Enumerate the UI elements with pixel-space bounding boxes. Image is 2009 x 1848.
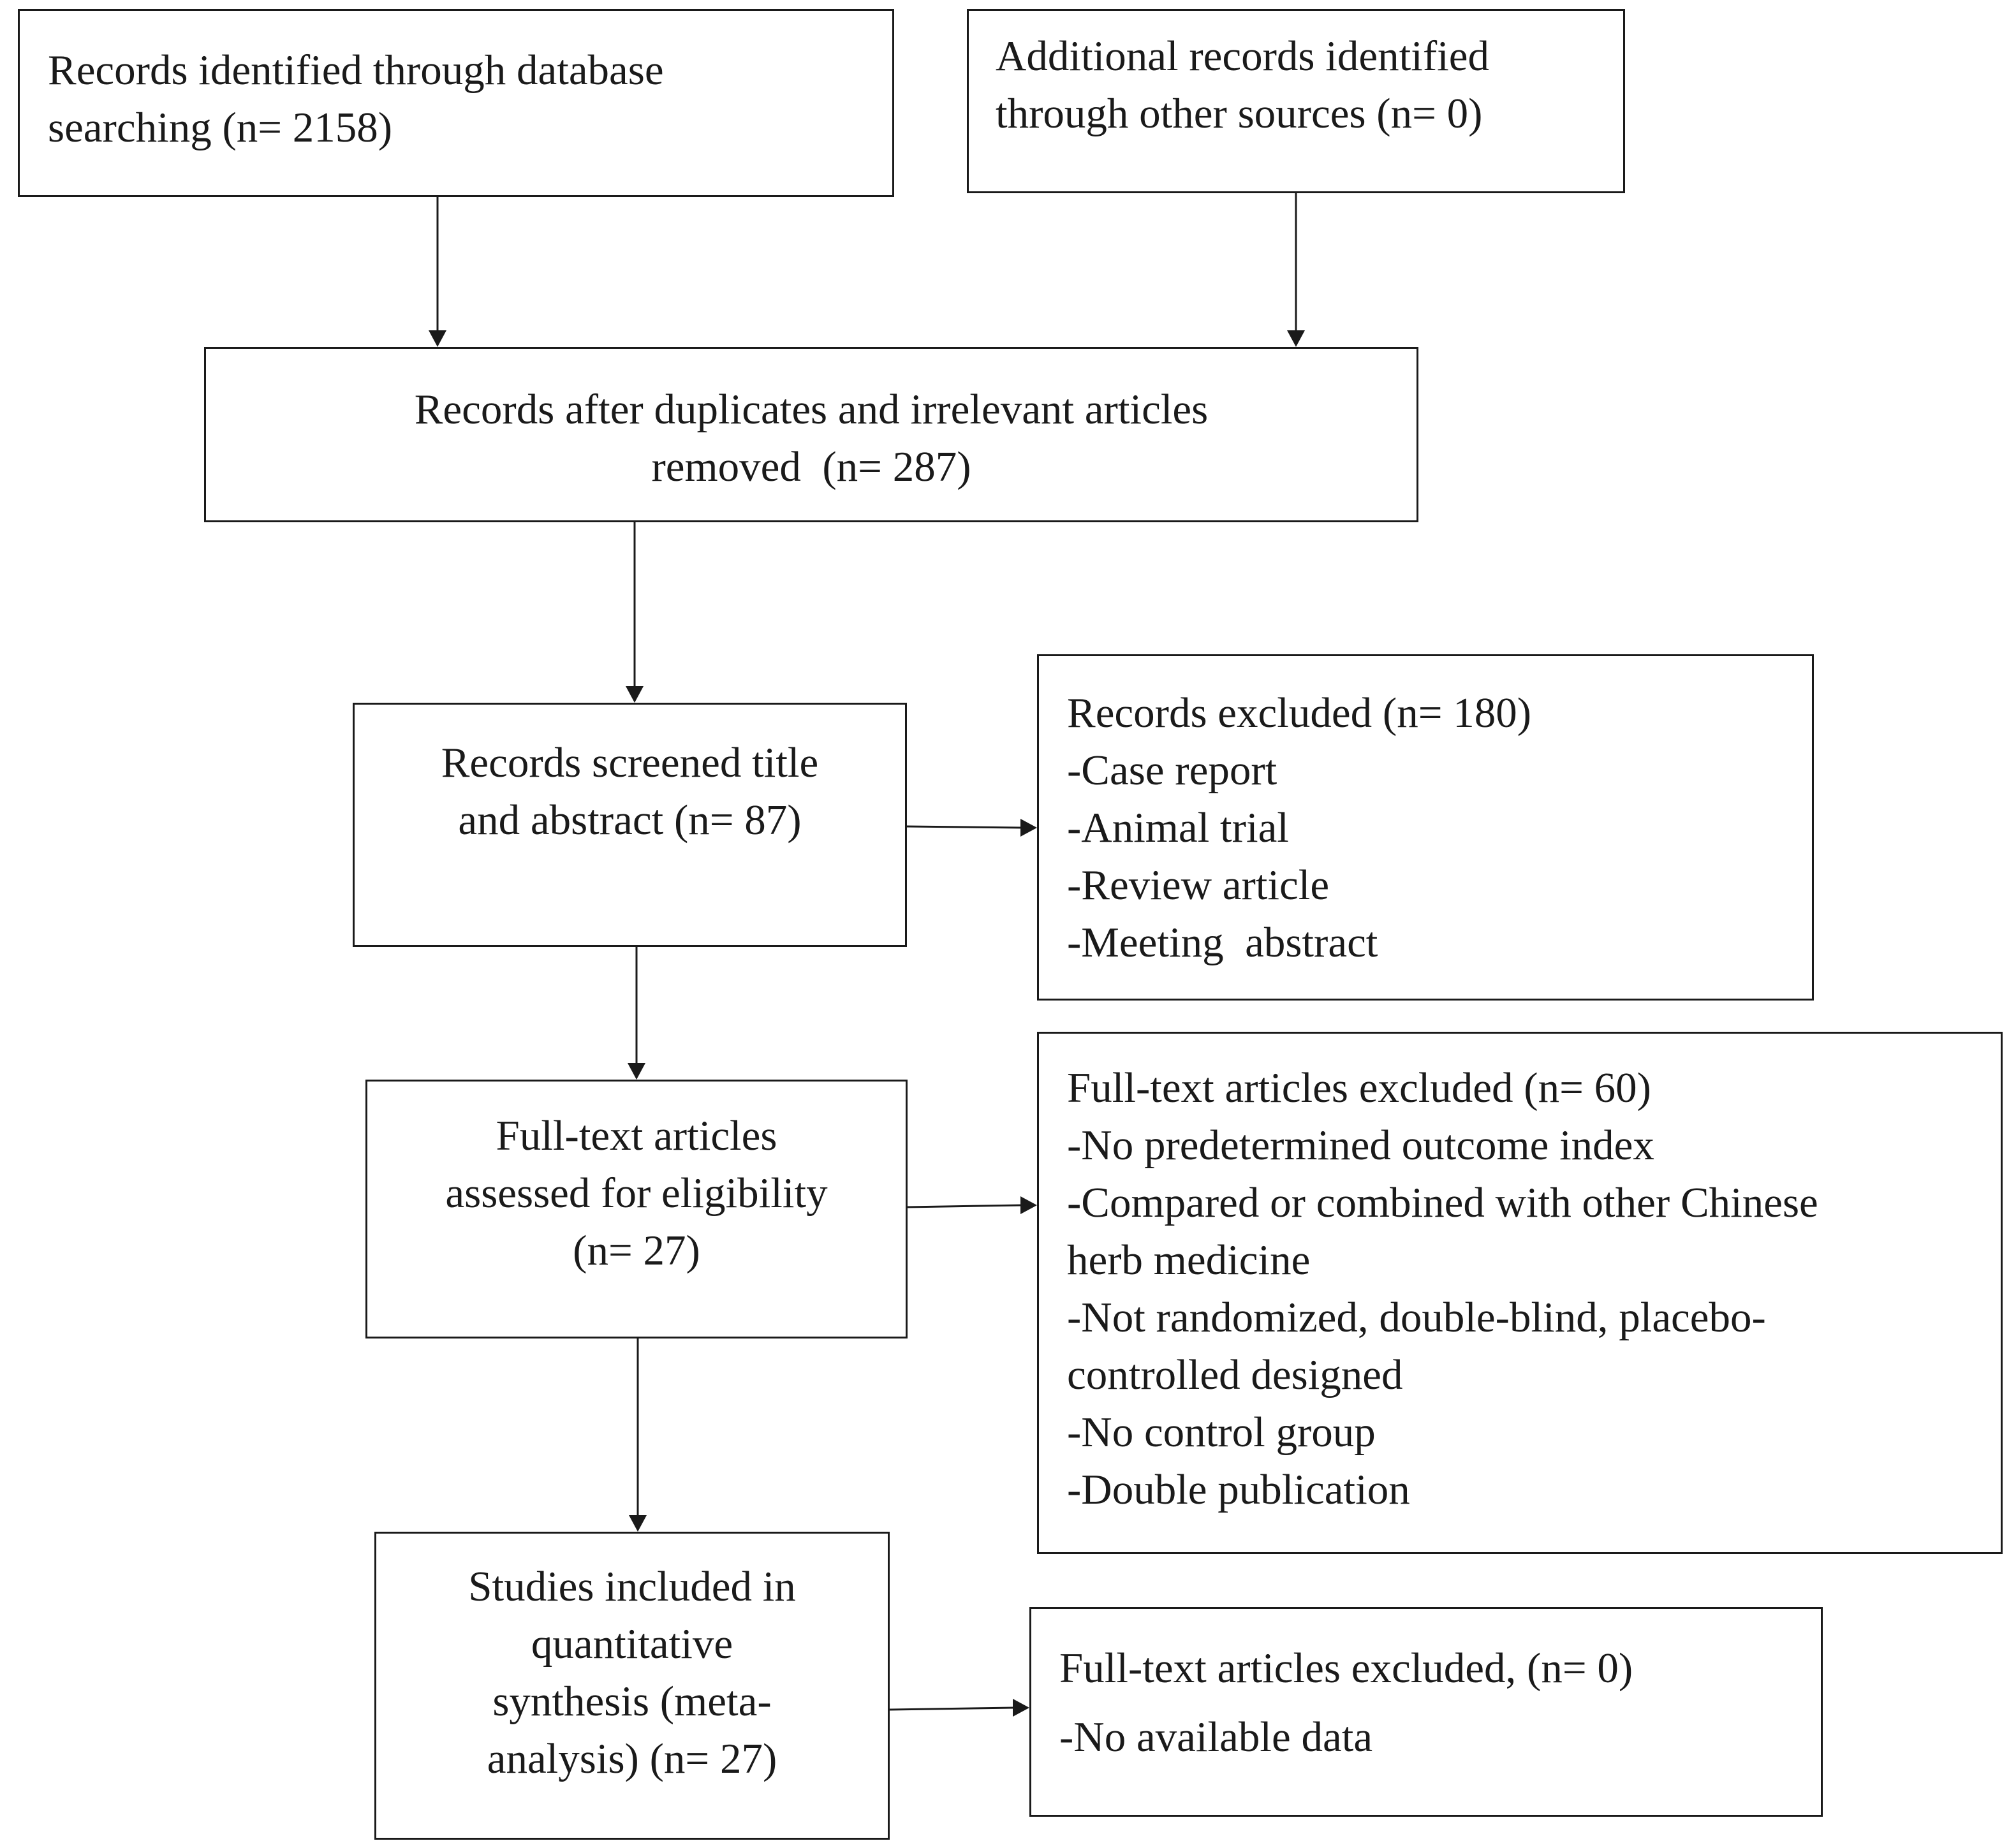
box-text-line: herb medicine bbox=[1067, 1236, 1311, 1284]
arrowhead-included-to-excluded-final bbox=[1013, 1699, 1029, 1717]
box-text-line: removed (n= 287) bbox=[651, 443, 971, 490]
box-text-line: Records identified through database bbox=[48, 47, 664, 94]
box-text-line: Records screened title bbox=[441, 739, 819, 786]
box-text-line: assessed for eligibility bbox=[445, 1170, 828, 1217]
box-after-duplicates: Records after duplicates and irrelevant … bbox=[204, 347, 1418, 522]
box-text-line: Full-text articles excluded, (n= 0) bbox=[1059, 1645, 1633, 1692]
box-text-line: -Animal trial bbox=[1067, 804, 1289, 851]
arrowhead-other-to-dedup bbox=[1287, 330, 1305, 347]
arrow-fulltext-to-excluded bbox=[907, 1204, 1022, 1208]
arrowhead-screened-to-excluded bbox=[1020, 819, 1037, 837]
box-text-line: (n= 27) bbox=[573, 1227, 700, 1274]
arrowhead-dedup-to-screened bbox=[626, 686, 644, 703]
box-records-excluded: Records excluded (n= 180) -Case report -… bbox=[1037, 654, 1814, 1001]
box-text-line: -Review article bbox=[1067, 862, 1330, 909]
box-text-line: through other sources (n= 0) bbox=[996, 90, 1483, 137]
box-studies-included: Studies included in quantitative synthes… bbox=[374, 1532, 890, 1840]
arrowhead-fulltext-to-excluded bbox=[1020, 1196, 1037, 1214]
box-text-line: analysis) (n= 27) bbox=[487, 1735, 777, 1782]
arrowhead-fulltext-to-included bbox=[629, 1515, 647, 1532]
box-text-line: Full-text articles bbox=[496, 1112, 777, 1159]
box-text-line: Records excluded (n= 180) bbox=[1067, 689, 1532, 737]
box-screened: Records screened title and abstract (n= … bbox=[353, 703, 907, 947]
box-text-line: -No control group bbox=[1067, 1409, 1376, 1456]
box-text-line: -Compared or combined with other Chinese bbox=[1067, 1179, 1818, 1226]
box-text-line: Studies included in bbox=[468, 1563, 796, 1610]
box-text-line: Records after duplicates and irrelevant … bbox=[414, 386, 1209, 433]
box-text-line: -Case report bbox=[1067, 747, 1277, 794]
arrow-screened-to-excluded bbox=[906, 825, 1022, 829]
box-full-text-assessed: Full-text articles assessed for eligibil… bbox=[365, 1080, 908, 1338]
box-text-line: and abstract (n= 87) bbox=[458, 796, 802, 844]
box-text-line: -Not randomized, double-blind, placebo- bbox=[1067, 1294, 1766, 1341]
box-text-line: -No available data bbox=[1059, 1713, 1373, 1761]
box-text-line: -Double publication bbox=[1067, 1466, 1410, 1513]
box-other-sources: Additional records identified through ot… bbox=[967, 9, 1625, 193]
box-text-line: -Meeting abstract bbox=[1067, 919, 1378, 966]
box-text-line: quantitative bbox=[531, 1620, 733, 1668]
box-text-line: -No predetermined outcome index bbox=[1067, 1122, 1654, 1169]
box-database-search: Records identified through database sear… bbox=[18, 9, 894, 197]
box-full-text-excluded: Full-text articles excluded (n= 60) -No … bbox=[1037, 1032, 2003, 1554]
box-full-text-excluded-final: Full-text articles excluded, (n= 0) -No … bbox=[1029, 1607, 1823, 1817]
box-text-line: controlled designed bbox=[1067, 1351, 1403, 1398]
box-text-line: Additional records identified bbox=[996, 33, 1490, 80]
box-text-line: Full-text articles excluded (n= 60) bbox=[1067, 1064, 1651, 1111]
arrowhead-screened-to-fulltext bbox=[628, 1063, 645, 1080]
box-text-line: searching (n= 2158) bbox=[48, 104, 393, 151]
box-text-line: synthesis (meta- bbox=[492, 1678, 772, 1725]
arrow-included-to-excluded-final bbox=[889, 1706, 1015, 1711]
arrowhead-database-to-dedup bbox=[429, 330, 446, 347]
